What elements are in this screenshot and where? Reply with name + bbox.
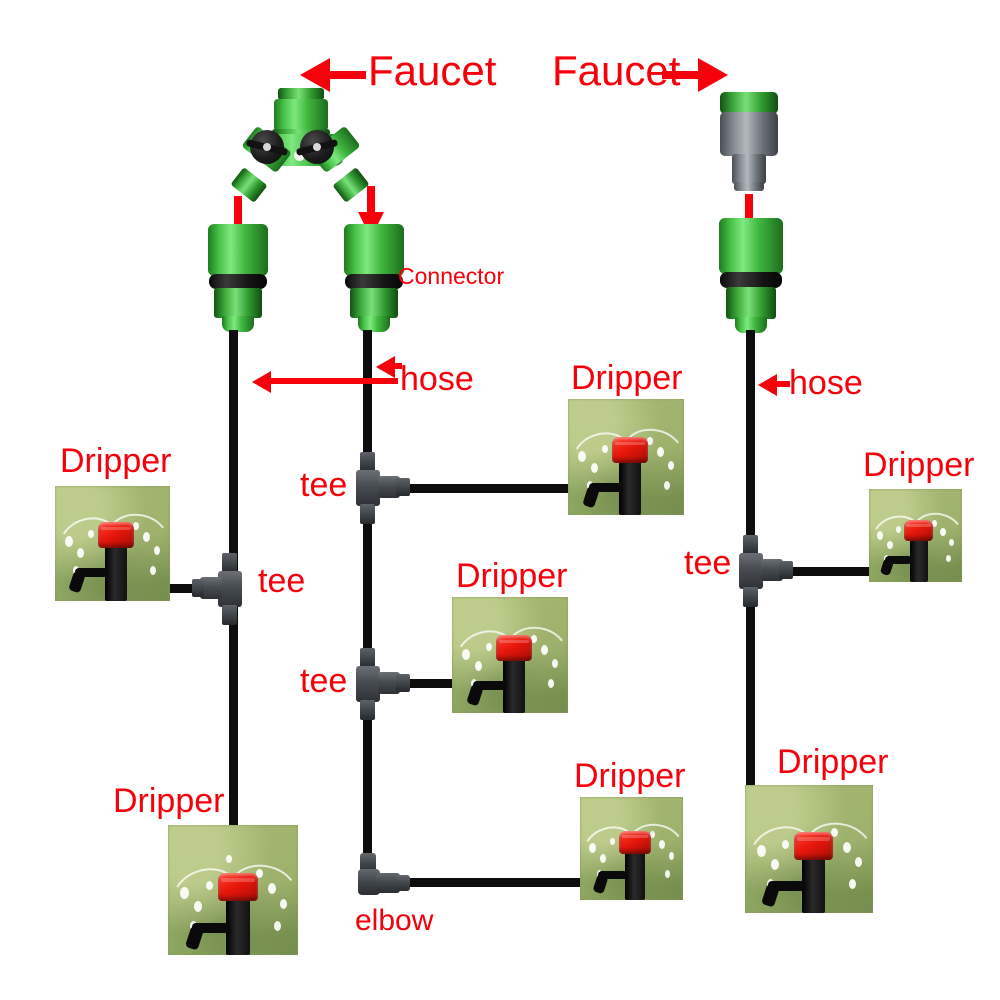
quick-connector-mid <box>341 224 407 334</box>
dripper-photo-right-lower <box>745 785 873 913</box>
valve-handle-right[interactable] <box>295 130 339 164</box>
label-dripper-mid-middle: Dripper <box>456 557 568 595</box>
tap-adapter-right <box>716 92 782 198</box>
hose-left-tee-branch <box>150 584 212 593</box>
label-elbow: elbow <box>355 904 434 937</box>
dripper-photo-right-upper <box>869 489 962 582</box>
hose-mid-column-3 <box>363 710 372 875</box>
label-tee-mid-lower: tee <box>300 662 348 700</box>
label-tee-mid-upper: tee <box>300 466 348 504</box>
label-faucet-right: Faucet <box>552 47 681 94</box>
label-tee-left: tee <box>258 562 306 600</box>
hose-left-column-lower <box>229 602 238 832</box>
tee-fitting-right <box>735 535 797 607</box>
tee-fitting-mid-upper <box>352 452 414 524</box>
tee-fitting-mid-lower <box>352 648 414 720</box>
quick-connector-right <box>716 218 786 334</box>
label-dripper-left-lower: Dripper <box>113 782 225 820</box>
hose-left-column <box>229 330 238 575</box>
dripper-photo-left-lower <box>168 825 298 955</box>
tee-fitting-left <box>192 553 256 625</box>
faucet-left-arrow <box>300 58 366 92</box>
quick-connector-left <box>205 224 271 334</box>
label-connector: Connector <box>398 263 505 289</box>
hose-mid-tee-lower-branch <box>399 679 461 688</box>
hose-mid-column-2 <box>363 502 372 656</box>
hose-left-arrow-long <box>252 370 398 394</box>
hose-mid-tee-upper-branch <box>399 484 577 493</box>
label-dripper-right-upper: Dripper <box>863 446 975 484</box>
valve-handle-left[interactable] <box>245 130 289 164</box>
label-tee-right: tee <box>684 544 732 582</box>
hose-right-column <box>746 330 755 538</box>
y-splitter-valve <box>230 88 370 203</box>
dripper-photo-mid-lower <box>580 797 683 900</box>
faucet-right-arrow <box>662 58 728 92</box>
hose-left-arrow-short <box>376 356 402 378</box>
label-faucet-left: Faucet <box>368 47 497 94</box>
hose-mid-elbow-branch <box>398 878 588 887</box>
label-dripper-right-lower: Dripper <box>777 743 889 781</box>
dripper-photo-mid-upper <box>568 399 684 515</box>
hose-mid-column <box>363 330 372 474</box>
hose-right-tee-branch <box>782 567 872 576</box>
label-hose-right: hose <box>789 364 863 402</box>
label-dripper-left-upper: Dripper <box>60 442 172 480</box>
dripper-photo-mid-middle <box>452 597 568 713</box>
dripper-photo-left-upper <box>55 486 170 601</box>
elbow-fitting <box>352 853 414 901</box>
label-dripper-mid-lower: Dripper <box>574 757 686 795</box>
label-dripper-mid-upper: Dripper <box>571 359 683 397</box>
hose-right-column-lower <box>746 588 755 803</box>
hose-right-arrow <box>758 374 790 396</box>
label-hose-left: hose <box>400 360 474 398</box>
